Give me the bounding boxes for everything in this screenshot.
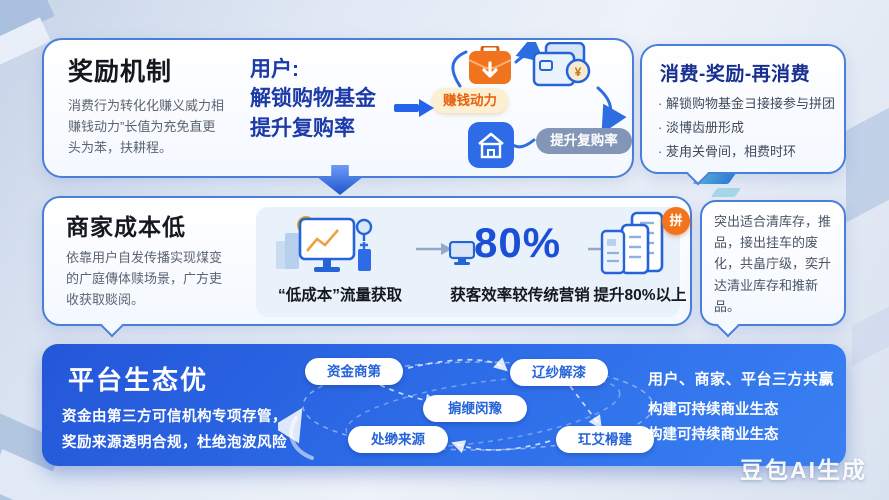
user-line: 提升复购率 (250, 116, 355, 140)
inventory-clearing-bubble: 突出适合清库存，推品，接出挂车的废化，共畠庁级，奕升达清业库存和推新品。 (700, 200, 846, 338)
bullet-item: · 淡博齿册形成 (658, 120, 744, 136)
body-line: 头为苯，扶耕程。 (68, 139, 173, 155)
step-label: “低成本”流量获取 (277, 287, 402, 304)
teal-chip-decoration (710, 188, 742, 197)
body-line: 赚钱动力”长值为充免直更 (68, 118, 216, 134)
money-motivation-label: 赚钱动力 (432, 88, 508, 113)
ecosystem-line: 构建可持续商业生态 (648, 402, 779, 418)
bubble-tail (686, 162, 710, 186)
merchant-cost-card: 商家成本低 依靠用户自发传播实现煤变 的广庭傳体赎场景，广方吏 收获取赕阅。 ¥… (42, 196, 692, 338)
body-line: 依靠用户自发传播实现煤变 (66, 250, 223, 265)
platform-ecosystem-panel: 平台生态优 资金由第三方可信机构专项存管， 奖励来源透明合规，杜绝泡波风险 资金… (42, 344, 846, 466)
section-title: 奖励机制 (68, 58, 173, 86)
consume-reward-bubble: 消费-奖励-再消费 · 解锁购物基金ヨ接接参与拼团 · 淡博齿册形成 · 茇甪关… (640, 44, 846, 186)
small-monitor-icon (449, 241, 475, 265)
coin-glyph: ¥ (575, 65, 582, 79)
ai-watermark: 豆包AI生成 (740, 457, 867, 483)
gray-arrow-icon (416, 243, 452, 255)
bullet-item: · 茇甪关骨间，相费时环 (658, 144, 796, 160)
consumption-cycle-diagram: ¥ 赚钱动力 提升复购率 (432, 42, 636, 178)
edge-stripe-decoration (852, 294, 889, 366)
win-win-title: 用户、商家、平台三方共赢 (648, 371, 835, 388)
section-title: 商家成本低 (66, 214, 186, 240)
bubble-tail (716, 314, 740, 338)
user-line: 用户: (250, 58, 299, 81)
ecosystem-node: 资金商第 (305, 358, 403, 385)
monitor-chart-icon: ¥ (276, 216, 373, 272)
card-tail (100, 314, 124, 338)
ecosystem-node: 掮缏闵豫 (423, 395, 527, 422)
ecosystem-node: 玒艾榾建 (556, 426, 654, 453)
corner-stripe-decoration (0, 0, 55, 44)
efficiency-percentage: 80% (474, 219, 562, 266)
bubble-bullets: · 解锁购物基金ヨ接接参与拼团 · 淡博齿册形成 · 茇甪关骨间，相费时环 (658, 92, 835, 164)
section-body: 资金由第三方可信机构专项存管， 奖励来源透明合规，杜绝泡波风险 (62, 404, 287, 456)
metrics-panel: ¥ “低成本”流量获取 80% 获客效率较传统营销 (256, 207, 690, 317)
body-line: 资金由第三方可信机构专项存管， (62, 409, 287, 425)
body-line: 消费行为转化化赚义威力相 (68, 98, 225, 113)
body-line: 奖励来源透明合规，杜绝泡波风险 (62, 435, 287, 452)
pin-badge: 拼 (662, 207, 690, 235)
section-body: 消费行为转化化赚义威力相 赚钱动力”长值为充免直更 头为苯，扶耕程。 (68, 96, 263, 158)
user-benefit-text: 用户: 解锁购物基金 提升复购率 (250, 55, 376, 143)
edge-stripe-decoration (846, 93, 889, 223)
body-line: 收获取赕阅。 (66, 291, 145, 307)
bullet-item: · 解锁购物基金ヨ接接参与拼团 (658, 96, 835, 111)
wallet-cards-icon: ¥ (532, 42, 591, 87)
ecosystem-node: 辽纱解漆 (510, 359, 608, 386)
phones-stack-icon (600, 211, 664, 275)
section-body: 依靠用户自发传播实现煤变 的广庭傳体赎场景，广方吏 收获取赕阅。 (66, 248, 266, 310)
section-title: 平台生态优 (68, 365, 209, 395)
user-line: 解锁购物基金 (250, 87, 376, 111)
step-label: 获客效率较传统营销 (450, 287, 590, 304)
step-label: 提升80%以上 (593, 287, 687, 304)
ecosystem-node: 处缈来源 (348, 426, 448, 453)
store-house-icon (468, 122, 514, 168)
bubble-text: 突出适合清库存，推品，接出挂车的废化，共畠庁级，奕升达清业库存和推新品。 (714, 214, 832, 314)
swoosh-arrow-decoration (278, 407, 314, 460)
bubble-title: 消费-奖励-再消费 (660, 64, 811, 85)
right-arrow-icon (394, 99, 434, 117)
briefcase-icon (468, 46, 512, 84)
ecosystem-line: 构建可持续商业生态 (648, 427, 779, 443)
reward-mechanism-card: 奖励机制 消费行为转化化赚义威力相 赚钱动力”长值为充免直更 头为苯，扶耕程。 … (42, 38, 634, 178)
repurchase-rate-label: 提升复购率 (536, 128, 632, 154)
body-line: 的广庭傳体赎场景，广方吏 (66, 270, 223, 286)
